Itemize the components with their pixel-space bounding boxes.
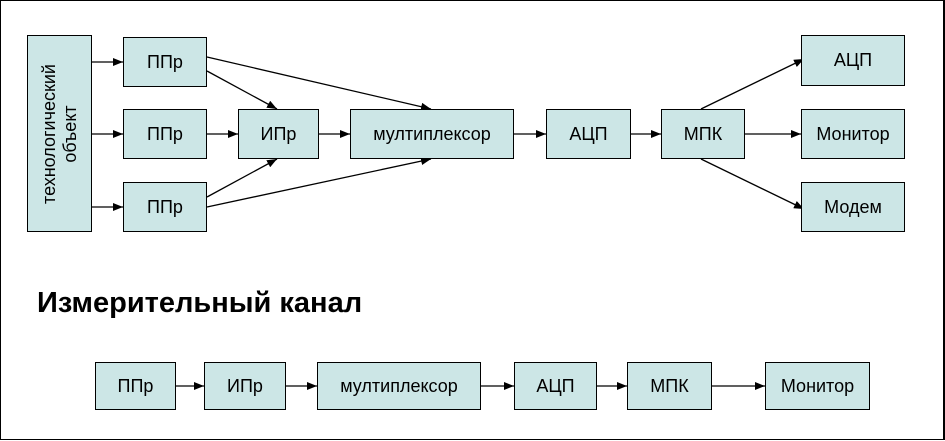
arrow-ppr1-to-ipr	[206, 70, 278, 110]
arrow-ppr3-to-ipr	[206, 158, 278, 198]
section-title: Измерительный канал	[37, 287, 363, 319]
ipr-box: ИПр	[238, 109, 319, 159]
mpk-box: МПК	[661, 109, 745, 159]
output-modem-box: Модем	[801, 182, 905, 232]
object-label-line2: объект	[59, 104, 80, 163]
arrow-ppr1-to-mux	[206, 56, 432, 111]
bottom-ppr-box: ППр	[95, 362, 176, 410]
bottom-monitor-box: Монитор	[765, 362, 870, 410]
bottom-adc-box: АЦП	[514, 362, 597, 410]
object-label-line1: технологический	[38, 63, 59, 204]
bottom-ipr-box: ИПр	[204, 362, 286, 410]
ppr-box-3: ППр	[123, 182, 207, 232]
technological-object-box: технологический объект	[27, 35, 92, 232]
arrow-ppr3-to-mux	[206, 157, 432, 208]
multiplexor-box: мултиплексор	[350, 109, 514, 159]
arrow-mpk-to-adc	[700, 58, 805, 110]
adc-box: АЦП	[546, 109, 631, 159]
ppr-box-2: ППр	[123, 109, 207, 159]
arrow-mpk-to-modem	[700, 158, 805, 210]
ppr-box-1: ППр	[123, 37, 207, 87]
output-monitor-box: Монитор	[801, 109, 905, 159]
output-adc-box: АЦП	[801, 35, 905, 86]
bottom-multiplexor-box: мултиплексор	[317, 362, 481, 410]
bottom-mpk-box: МПК	[627, 362, 712, 410]
